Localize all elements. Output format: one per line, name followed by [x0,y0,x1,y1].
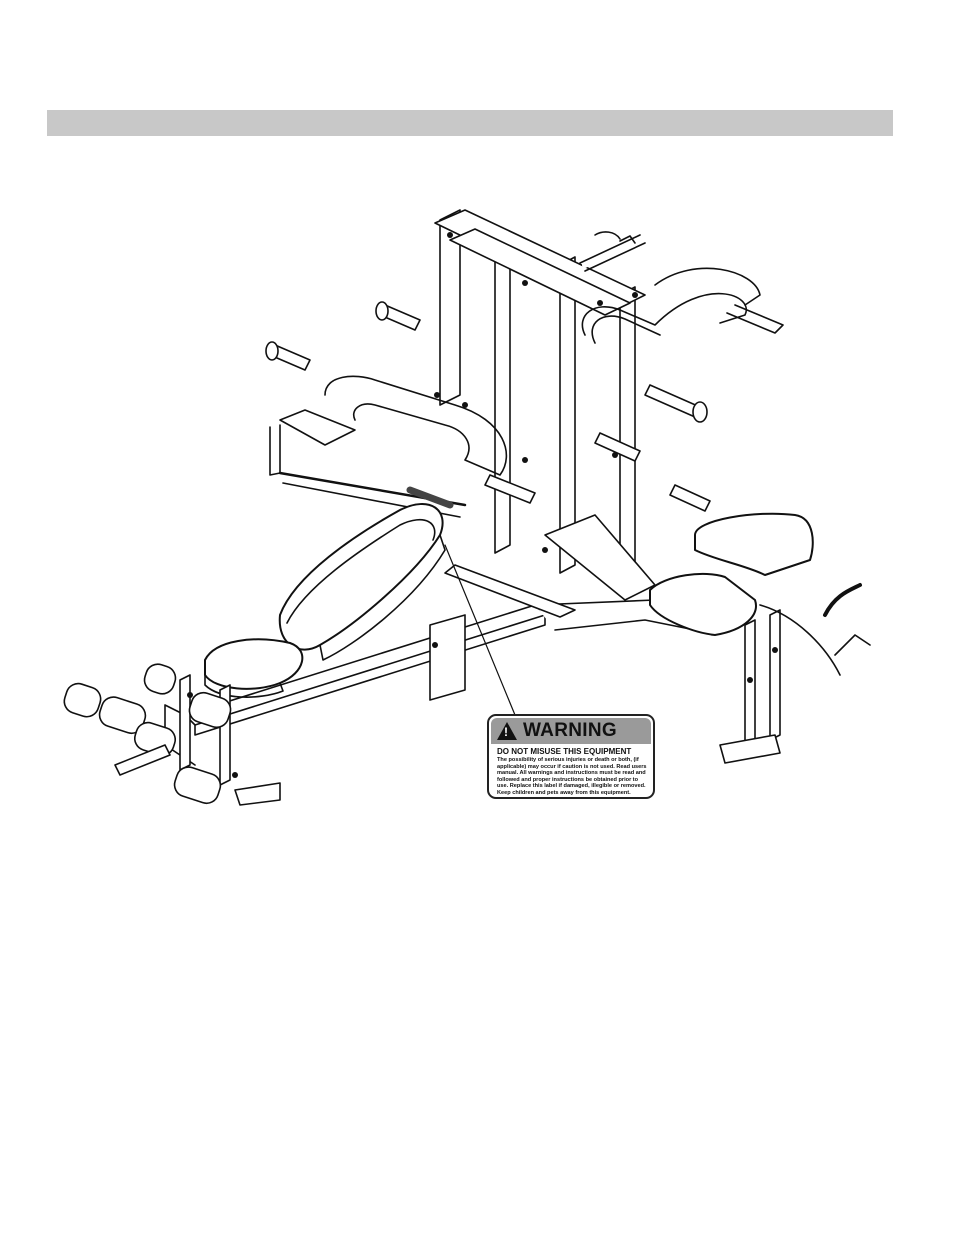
preacher-curl-station [649,512,871,764]
label-leader-line [444,544,516,716]
warning-triangle-icon: ! [497,722,517,740]
home-gym-illustration [63,209,871,806]
warning-body-text: The possibility of serious injuries or d… [497,757,647,796]
tower-frame [434,209,646,588]
warning-title: WARNING [523,720,617,741]
leg-developer [63,663,281,806]
bolt-markers [187,232,778,778]
butterfly-arm-left [269,375,508,518]
warning-label: ! WARNING DO NOT MISUSE THIS EQUIPMENT T… [487,714,655,799]
weight-horns [265,301,711,512]
backrest-pad [278,503,446,661]
section-header-bar [47,110,893,136]
warning-header: ! WARNING [491,718,651,744]
press-arms [579,231,784,344]
warning-subtitle: DO NOT MISUSE THIS EQUIPMENT [497,747,632,756]
